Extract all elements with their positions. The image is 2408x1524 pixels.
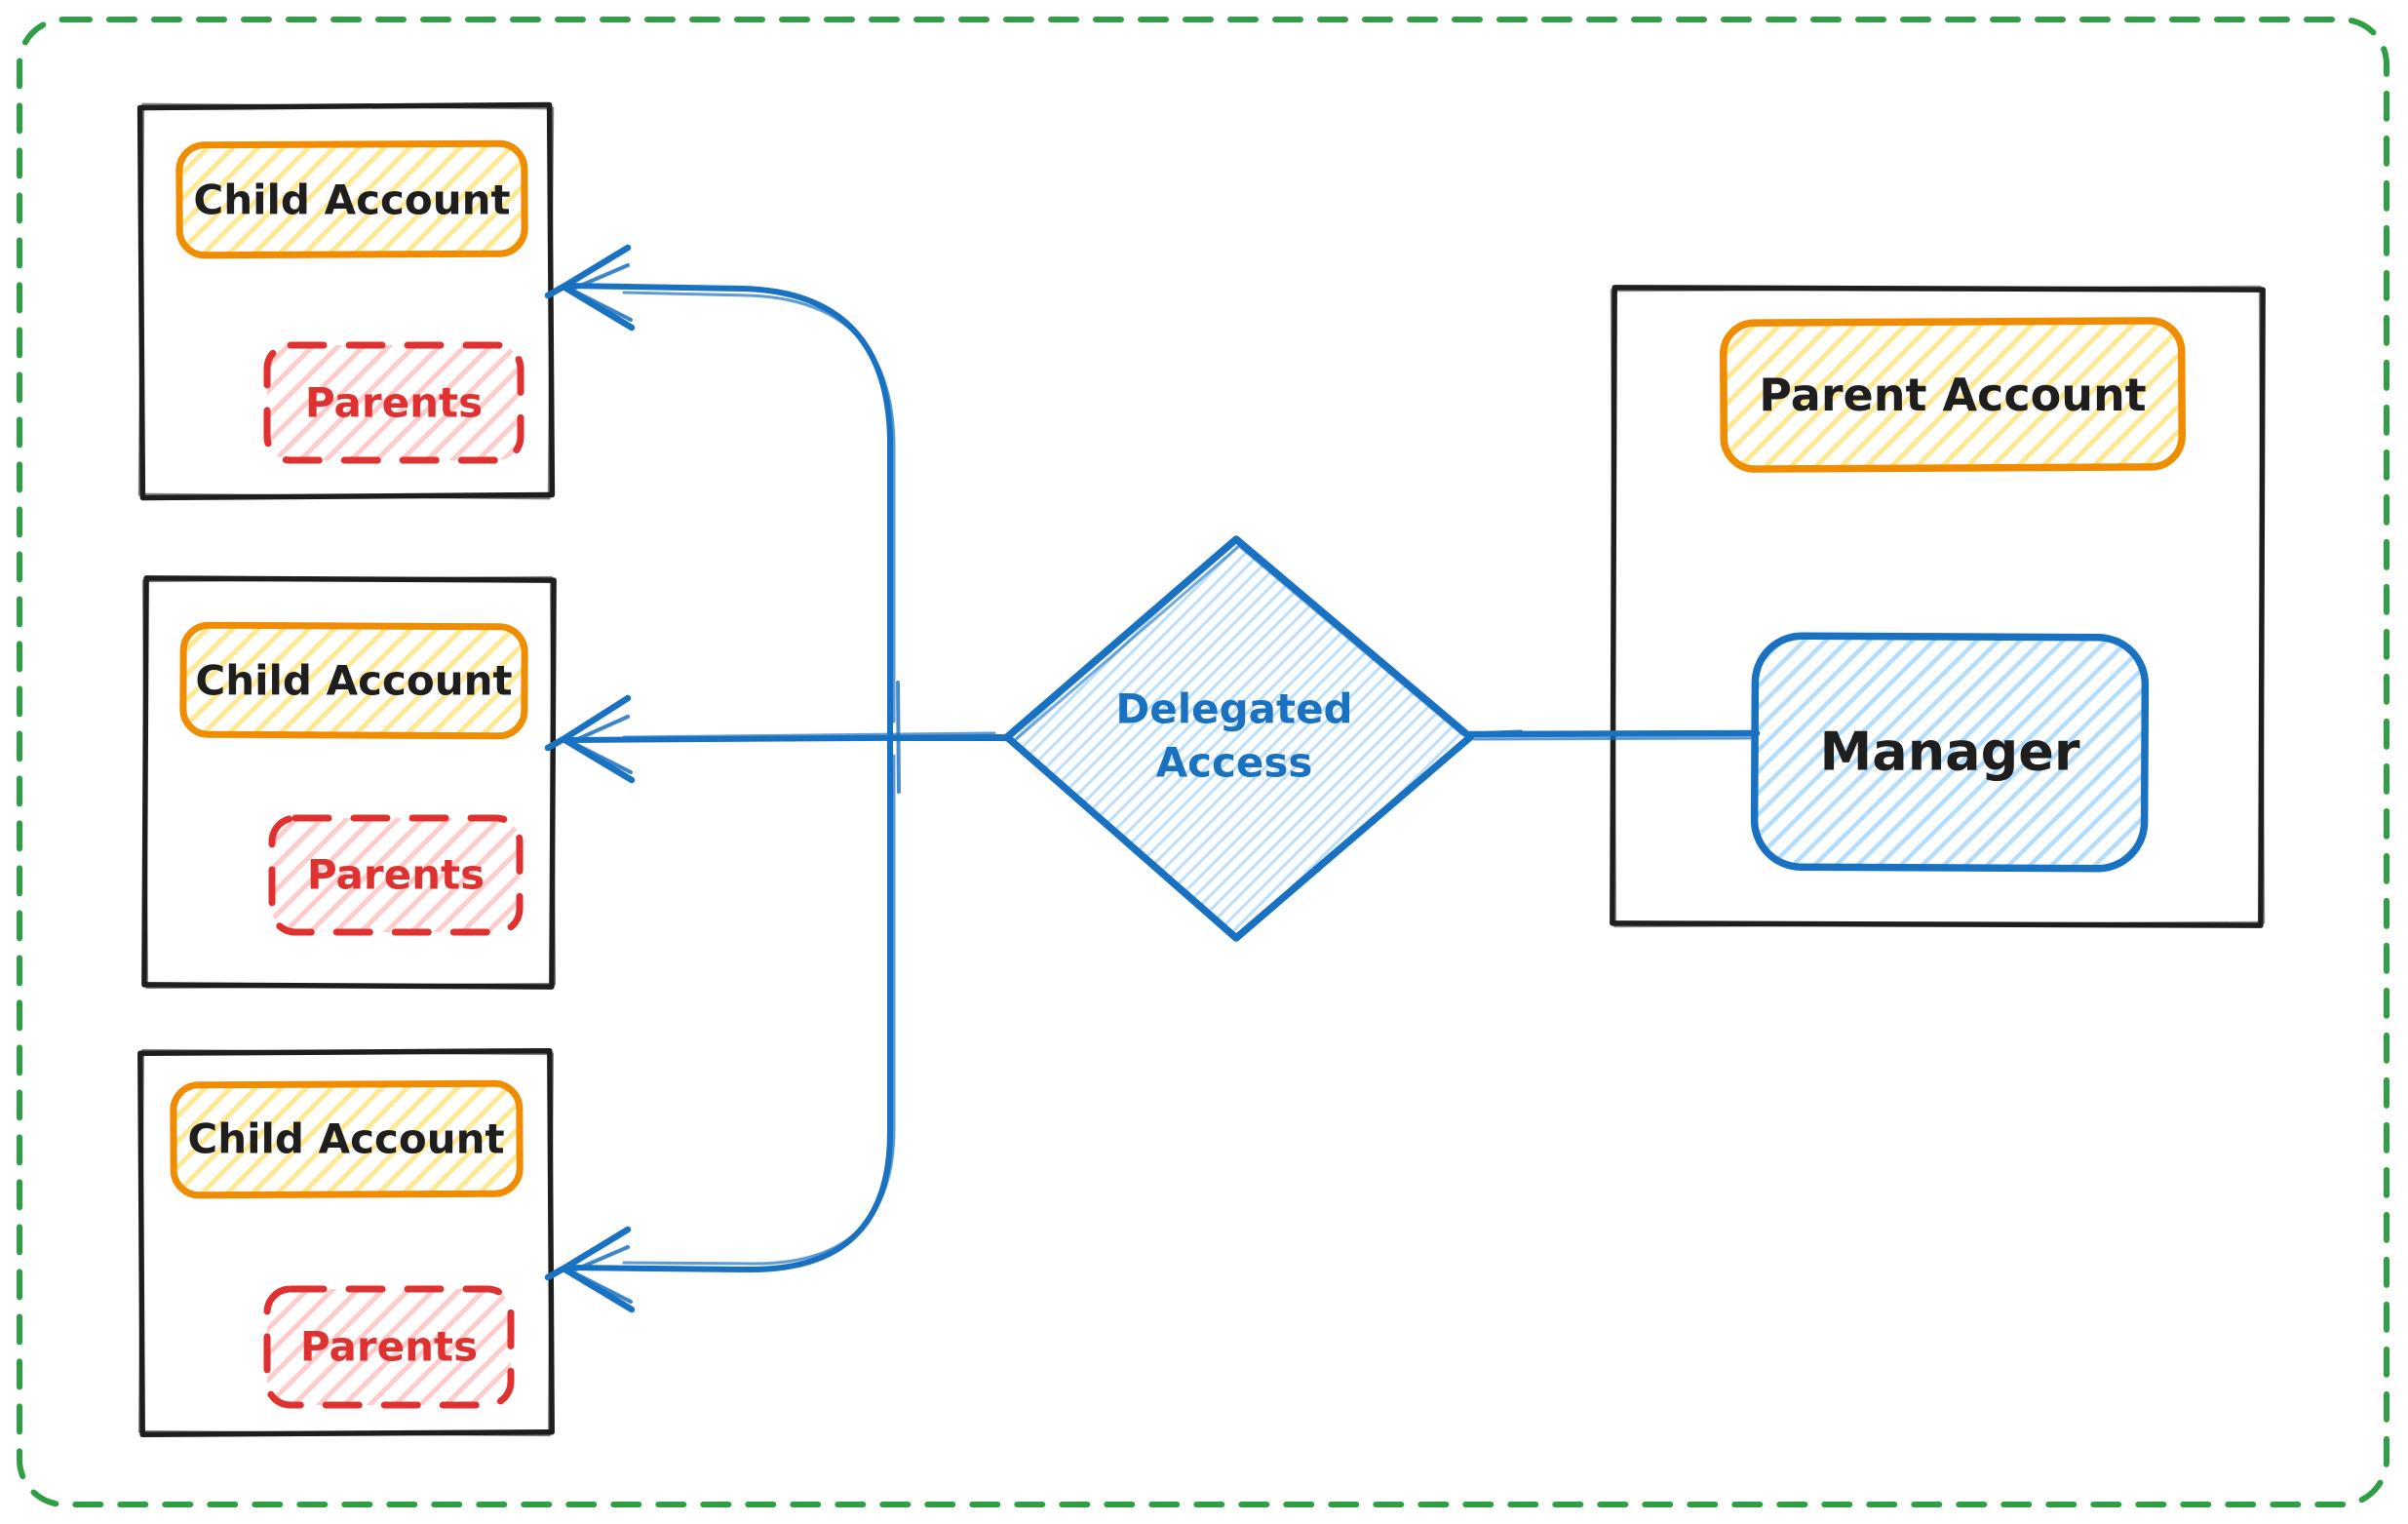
child-account-box-3: Child Account Parents — [137, 1047, 555, 1438]
manager-label: Manager — [1820, 722, 2080, 783]
arrowhead — [569, 1245, 633, 1304]
arrow-line — [564, 734, 1010, 743]
diamond-label-line2: Access — [1156, 739, 1313, 787]
arrow-to-child-2 — [544, 681, 1010, 794]
sketch-stroke — [1008, 544, 1464, 935]
child-account-box-2: Child Account Parents — [141, 575, 557, 990]
parents-box — [263, 1285, 515, 1409]
sketch-stroke — [137, 1048, 555, 1437]
parents-box — [268, 814, 524, 936]
parents-box — [263, 341, 524, 464]
diamond-label-line1: Delegated — [1115, 685, 1352, 733]
child-account-label: Child Account — [187, 1115, 504, 1163]
sketch-stroke — [141, 575, 557, 990]
arrow-to-child-3 — [544, 735, 896, 1313]
sketch-stroke — [622, 731, 996, 739]
parents-label: Parents — [305, 379, 483, 427]
arrow-to-child-1 — [544, 244, 1010, 741]
delegated-access-diamond: Delegated Access — [1003, 535, 1474, 942]
child-account-label: Child Account — [195, 657, 512, 705]
parent-account-box: Parent Account Manager — [1610, 285, 2266, 928]
parents-label: Parents — [300, 1323, 478, 1371]
sketch-stroke — [622, 754, 896, 1266]
sketch-stroke — [1610, 285, 2266, 928]
delegated-access-arrows — [544, 244, 1010, 1313]
manager-box — [1750, 632, 2150, 873]
child-account-box-1: Child Account Parents — [136, 101, 556, 501]
arrowhead — [569, 263, 633, 322]
child-account-label-box — [175, 139, 528, 259]
child-account-label: Child Account — [193, 176, 510, 224]
child-account-label-box — [170, 1079, 524, 1199]
sketch-stroke — [1472, 736, 1755, 741]
dashed-green-border — [17, 17, 2389, 1507]
arrow-line — [564, 735, 893, 1273]
parent-account-label-box — [1720, 317, 2186, 473]
arrow-line — [564, 283, 1010, 741]
sketch-stroke — [137, 102, 555, 500]
sketch-stroke — [1467, 729, 1524, 737]
parent-account-label: Parent Account — [1759, 369, 2146, 421]
sketch-stroke — [622, 291, 896, 723]
child-account-label-box — [179, 621, 528, 740]
parents-label: Parents — [307, 851, 485, 899]
sketch-stroke — [896, 681, 901, 794]
manager-to-diamond-connector — [1466, 729, 1761, 741]
arrowhead — [569, 715, 633, 774]
